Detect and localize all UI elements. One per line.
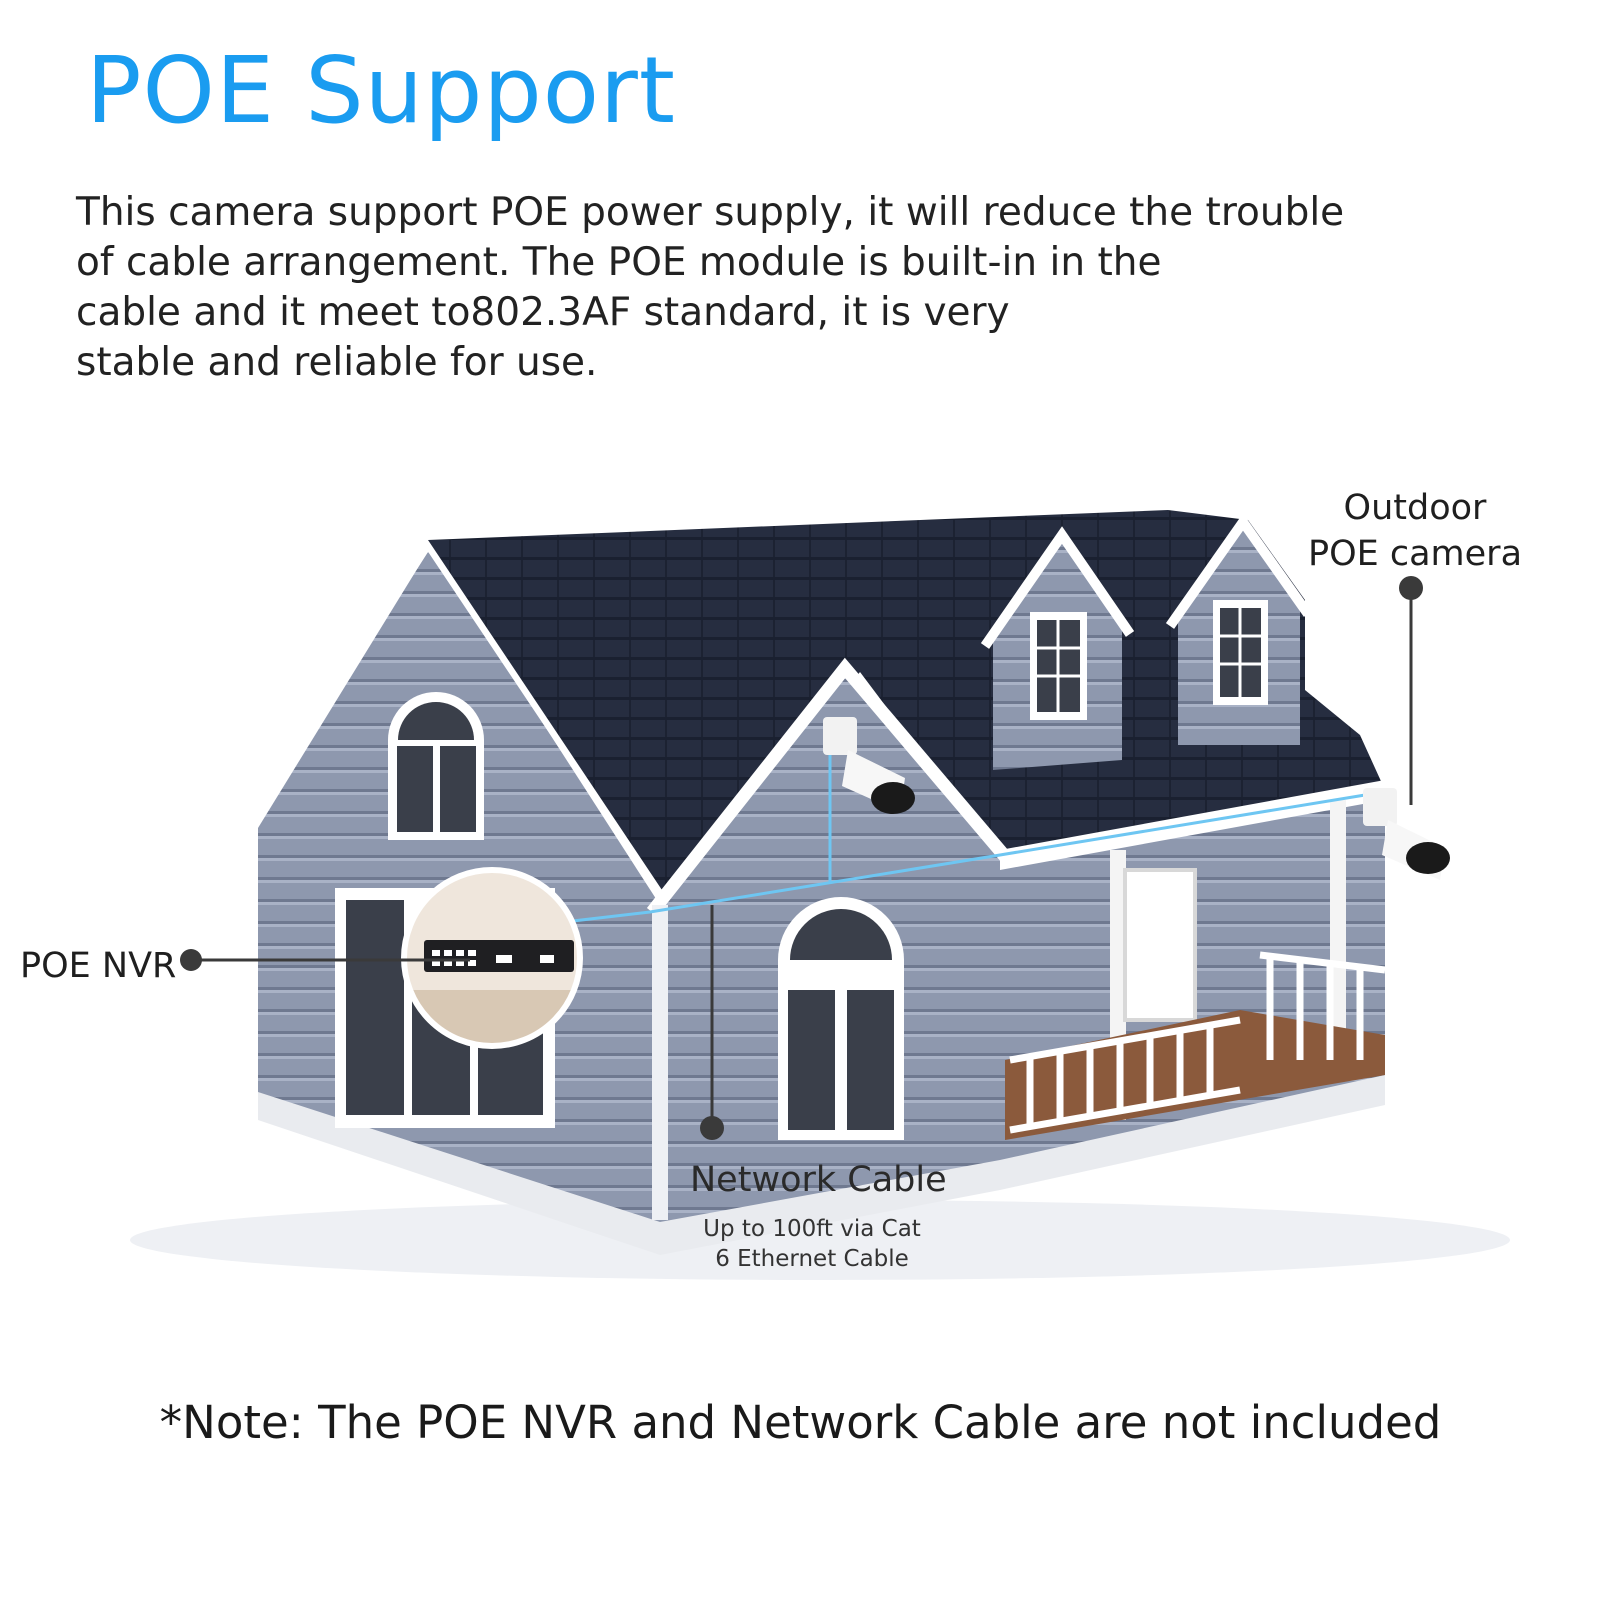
camera-illustration xyxy=(823,717,915,814)
description-line: cable and it meet to802.3AF standard, it… xyxy=(76,290,1010,335)
page-title: POE Support xyxy=(86,37,676,144)
outdoor-camera-label-line: POE camera xyxy=(1307,534,1523,574)
poe-nvr-label: POE NVR xyxy=(20,946,177,986)
network-cable-sublabel: Up to 100ft via Cat 6 Ethernet Cable xyxy=(692,1214,932,1274)
camera-illustration xyxy=(1363,788,1450,880)
description-line: stable and reliable for use. xyxy=(76,340,598,385)
description: This camera support POE power supply, it… xyxy=(76,188,1344,388)
outdoor-camera-label-line: Outdoor xyxy=(1343,488,1487,528)
network-cable-sublabel-line: 6 Ethernet Cable xyxy=(715,1246,909,1272)
outdoor-camera-label: Outdoor POE camera xyxy=(1300,485,1530,577)
network-cable-sublabel-line: Up to 100ft via Cat xyxy=(703,1216,921,1242)
description-line: This camera support POE power supply, it… xyxy=(76,190,1345,235)
description-line: of cable arrangement. The POE module is … xyxy=(76,240,1162,285)
network-cable-label: Network Cable xyxy=(690,1160,947,1200)
note: *Note: The POE NVR and Network Cable are… xyxy=(159,1396,1442,1449)
